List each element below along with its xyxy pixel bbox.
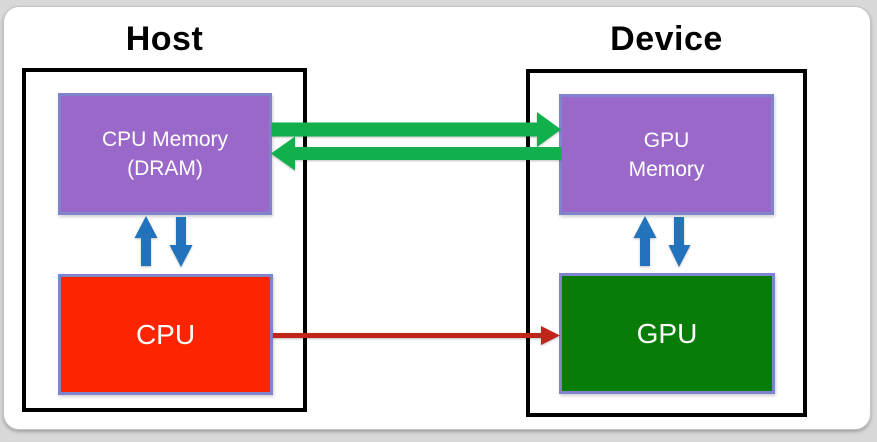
cpu-memory-label-line2: (DRAM) [127, 157, 203, 180]
cpu-label: CPU [135, 318, 196, 350]
cpu-node: CPU [58, 274, 273, 395]
host-title: Host [125, 20, 204, 58]
cpu-memory-label-line1: CPU Memory [101, 128, 228, 151]
gpu-memory-label-line2: Memory [628, 157, 705, 181]
gpu-memory-node: GPU Memory [559, 94, 774, 215]
device-container-box [526, 69, 807, 417]
device-title: Device [610, 20, 723, 58]
gpu-label: GPU [636, 317, 698, 349]
gpu-memory-label-line1: GPU [643, 128, 690, 152]
host-container-box [22, 68, 307, 412]
gpu-node: GPU [559, 273, 775, 394]
cpu-memory-node: CPU Memory (DRAM) [58, 93, 272, 215]
